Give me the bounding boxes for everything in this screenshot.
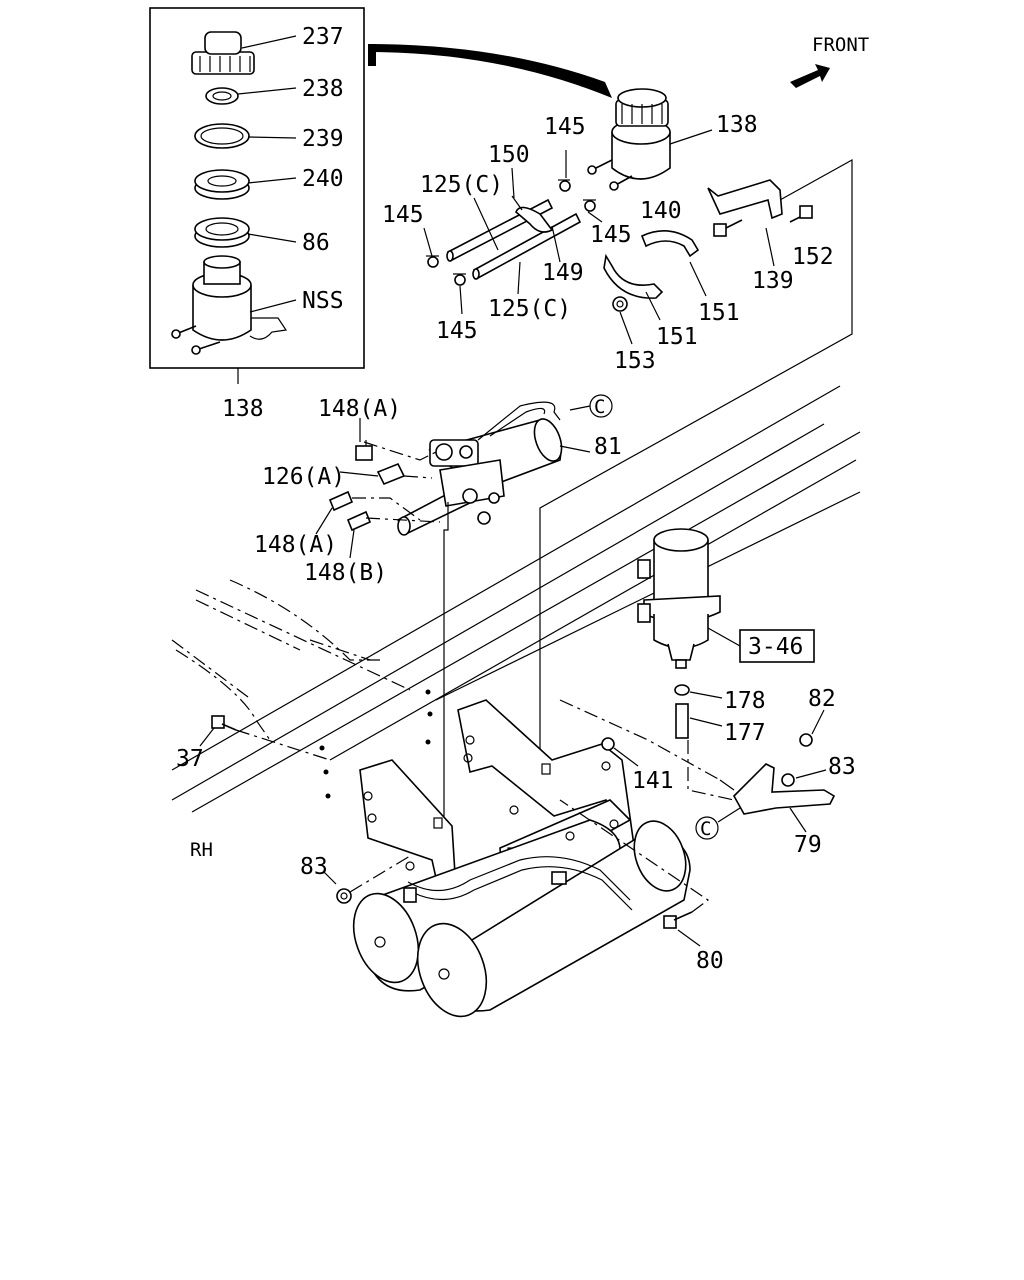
callout-145-b: 145: [382, 202, 424, 228]
part-178-washer: [674, 684, 690, 696]
front-arrow-icon: [790, 64, 830, 88]
fittings-148-126: [328, 440, 406, 532]
callout-239: 239: [302, 126, 344, 152]
callout-37: 37: [176, 746, 204, 772]
bracket-79: [733, 733, 836, 815]
callout-151-a: 151: [698, 300, 740, 326]
chassis-frame: [171, 385, 861, 813]
bolt-152: [799, 205, 813, 219]
rh-label: RH: [190, 839, 213, 861]
callout-150: 150: [488, 142, 530, 168]
callout-83-left: 83: [300, 854, 328, 880]
ref-circle-c-bottom: [695, 816, 719, 840]
part-177-pin: [675, 703, 689, 739]
pump-assembly-81: [396, 401, 563, 536]
callout-148a-bottom: 148(A): [254, 532, 337, 558]
callout-238: 238: [302, 76, 344, 102]
part-238-seal: [205, 87, 239, 105]
part-nss-reservoir: [171, 255, 288, 355]
bracket-139: [707, 179, 813, 237]
callout-141: 141: [632, 768, 674, 794]
reservoir-assembly: [587, 88, 713, 191]
part-240-filter: [194, 169, 250, 200]
callout-145-a: 145: [544, 114, 586, 140]
hose-clamps-145: [426, 179, 596, 286]
bolt-140: [713, 223, 727, 237]
callout-148a-top: 148(A): [318, 396, 401, 422]
inset-frame: [149, 7, 365, 369]
ref-circle-c-bottom-label: C: [700, 818, 711, 840]
callout-83-right: 83: [828, 754, 856, 780]
nut-141: [601, 737, 615, 751]
callout-178: 178: [724, 688, 766, 714]
part-237-cap: [191, 31, 255, 75]
callout-148b: 148(B): [304, 560, 387, 586]
callout-79: 79: [794, 832, 822, 858]
callout-151-b: 151: [656, 324, 698, 350]
callout-145-c: 145: [590, 222, 632, 248]
ref-box-3-46-label: 3-46: [748, 634, 803, 660]
callout-240: 240: [302, 166, 344, 192]
nut-82: [799, 733, 813, 747]
callout-153: 153: [614, 348, 656, 374]
callout-126a: 126(A): [262, 464, 345, 490]
front-label: FRONT: [812, 34, 869, 56]
callout-139: 139: [752, 268, 794, 294]
part-86-element: [194, 217, 250, 248]
bolt-80: [663, 911, 693, 929]
air-tanks: [352, 805, 691, 1018]
callout-86: 86: [302, 230, 330, 256]
callout-82: 82: [808, 686, 836, 712]
callout-177: 177: [724, 720, 766, 746]
assembly-line-right: [539, 158, 853, 790]
callout-125c-b: 125(C): [488, 296, 571, 322]
inset-pointer-arrow: [368, 44, 612, 98]
callout-145-d: 145: [436, 318, 478, 344]
clamp-bands-151: [603, 230, 700, 312]
callout-81: 81: [594, 434, 622, 460]
callout-149: 149: [542, 260, 584, 286]
callout-80: 80: [696, 948, 724, 974]
ref-box-3-46: [739, 629, 815, 663]
ref-circle-c-top-label: C: [594, 396, 605, 418]
callout-152: 152: [792, 244, 834, 270]
inset-ref-138: 138: [222, 396, 264, 422]
callout-nss: NSS: [302, 288, 344, 314]
callout-125c-a: 125(C): [420, 172, 503, 198]
callout-138-reservoir: 138: [716, 112, 758, 138]
assembly-line-pump: [443, 502, 449, 830]
nut-83-right: [781, 773, 795, 787]
nut-83-left: [336, 888, 352, 904]
callout-140: 140: [640, 198, 682, 224]
callout-237: 237: [302, 24, 344, 50]
bolt-37: [211, 715, 237, 731]
air-dryer: [637, 528, 721, 669]
inset-exploded-view: 237 238 239 240 86 NSS 138: [149, 7, 365, 422]
nut-153: [612, 296, 628, 312]
